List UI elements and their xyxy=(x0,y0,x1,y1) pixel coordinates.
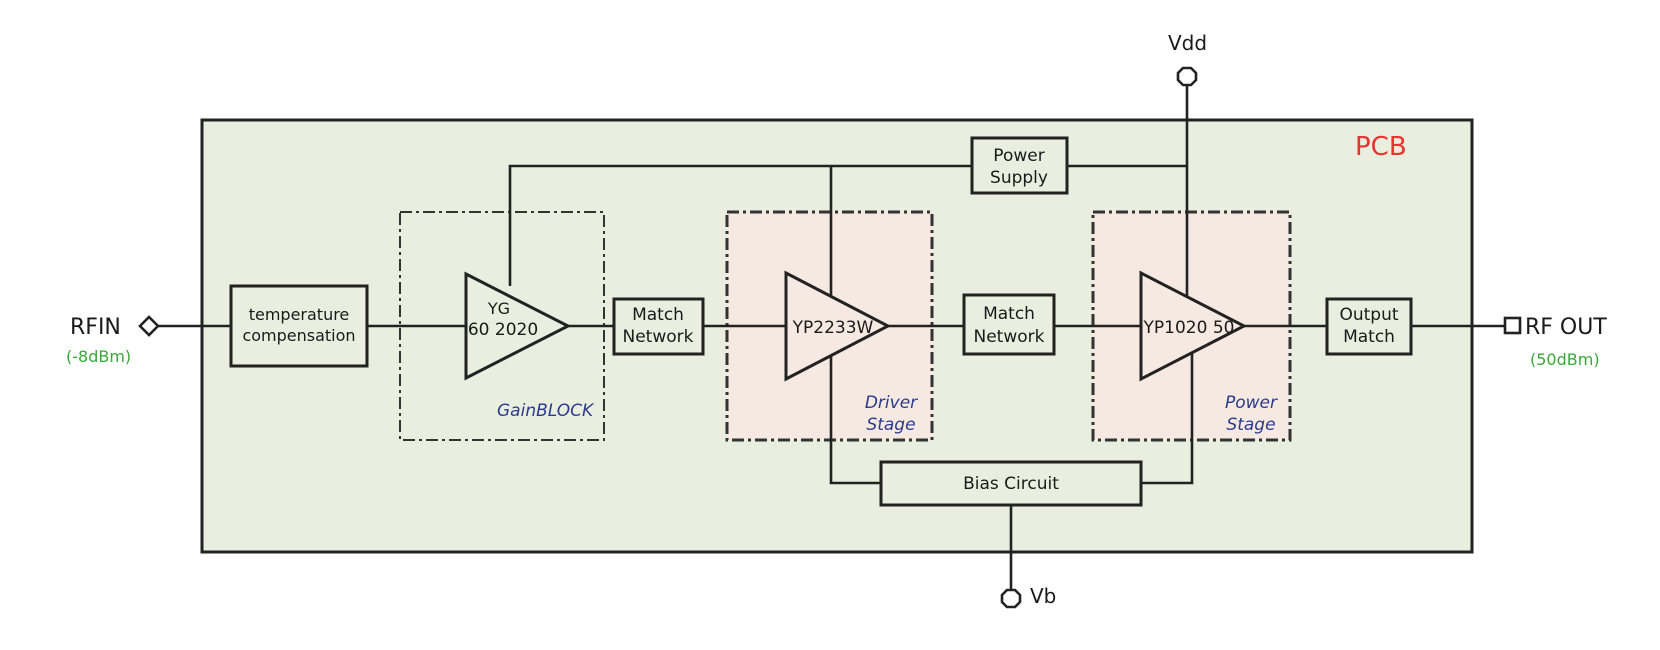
pcb-label: PCB xyxy=(1355,132,1407,162)
gain-amplifier[interactable]: YG 60 2020 xyxy=(464,271,572,381)
vdd-label: Vdd xyxy=(1168,31,1207,55)
gain-amp-line2: 60 2020 xyxy=(468,320,538,340)
match1-line1: Match xyxy=(632,305,684,325)
power-stage-label-line1: Power xyxy=(1225,393,1278,413)
bias-wire-driver xyxy=(829,348,881,485)
match-network-1[interactable]: Match Network xyxy=(612,297,705,356)
power-amp-label: YP1020 50 xyxy=(1143,318,1235,338)
supply-wire-gain xyxy=(508,164,972,286)
match-network-2[interactable]: Match Network xyxy=(962,293,1056,356)
vb-label: Vb xyxy=(1030,584,1056,608)
rf-out-label: RF OUT xyxy=(1525,315,1607,340)
rf-out-terminal-icon[interactable] xyxy=(1503,316,1522,335)
temperature-compensation-block[interactable]: temperature compensation xyxy=(229,284,369,368)
vb-terminal-icon[interactable] xyxy=(1000,588,1022,609)
driver-stage-label-line1: Driver xyxy=(865,393,918,413)
rf-out-level: (50dBm) xyxy=(1530,350,1600,369)
output-match-line2: Match xyxy=(1343,327,1395,347)
power-supply-block[interactable]: Power Supply xyxy=(970,136,1069,195)
bias-circuit-label: Bias Circuit xyxy=(963,474,1059,494)
driver-amp-label: YP2233W xyxy=(792,318,874,338)
gain-block-label: GainBLOCK xyxy=(497,401,595,421)
match2-line2: Network xyxy=(974,327,1045,347)
power-amplifier[interactable]: YP1020 50 xyxy=(1139,270,1248,382)
rf-in-terminal-icon[interactable] xyxy=(138,315,160,337)
temp-comp-line2: compensation xyxy=(242,326,355,345)
vdd-terminal-icon[interactable] xyxy=(1176,66,1198,87)
bias-wire-power xyxy=(1141,348,1194,485)
power-supply-line1: Power xyxy=(993,146,1044,166)
driver-amplifier[interactable]: YP2233W xyxy=(784,270,892,382)
power-stage-label-line2: Stage xyxy=(1226,415,1275,435)
output-match-line1: Output xyxy=(1339,305,1398,325)
rf-in-label: RFIN xyxy=(70,315,121,340)
rf-in-level: (-8dBm) xyxy=(66,347,131,366)
bias-circuit-block[interactable]: Bias Circuit xyxy=(879,460,1143,507)
output-match-block[interactable]: Output Match xyxy=(1325,297,1413,356)
match1-line2: Network xyxy=(623,327,694,347)
match2-line1: Match xyxy=(983,304,1035,324)
power-supply-line2: Supply xyxy=(990,168,1048,188)
temp-comp-line1: temperature xyxy=(249,305,350,324)
gain-amp-line1: YG xyxy=(487,299,510,318)
driver-stage-label-line2: Stage xyxy=(866,415,915,435)
